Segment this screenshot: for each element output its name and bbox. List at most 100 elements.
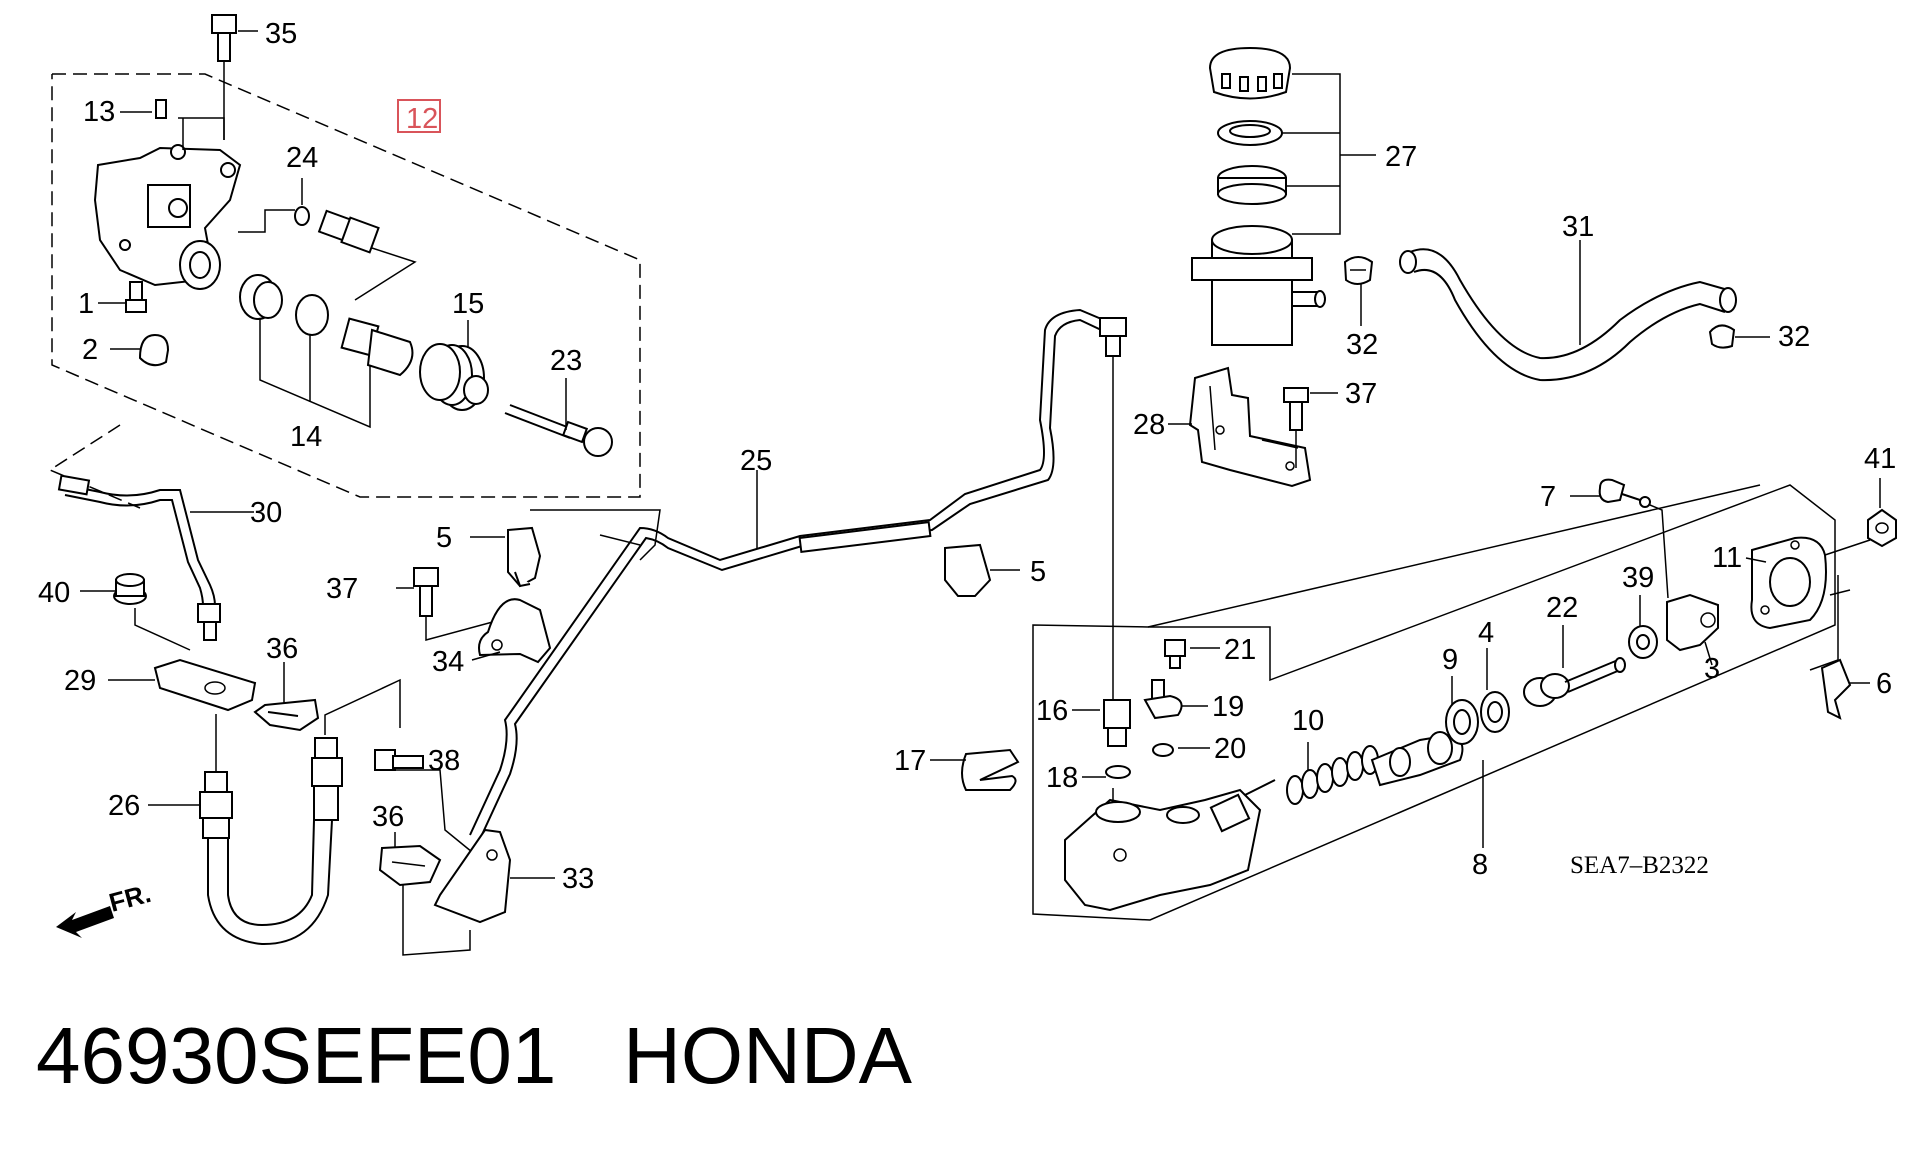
callout-label: 36 (266, 633, 298, 665)
yoke-3 (1666, 593, 1719, 652)
bleeder-screw (125, 281, 147, 313)
part-caption: 46930SEFE01 HONDA (36, 1010, 912, 1102)
callout-label: 21 (1224, 634, 1256, 666)
callout-label: 1 (78, 288, 94, 320)
reservoir-body (1191, 225, 1326, 346)
hose-clip-36 (253, 698, 320, 732)
callout-label: 2 (82, 334, 98, 366)
callout-label: 28 (1133, 409, 1165, 441)
inlet-joint (1143, 679, 1183, 720)
callout-label: 23 (550, 345, 582, 377)
pipe-clip-36 (378, 844, 442, 887)
hose-bracket-29 (153, 658, 257, 712)
highlight-box (397, 99, 441, 133)
clevis-pin (1598, 478, 1651, 508)
callout-label: 39 (1622, 562, 1654, 594)
callout-label: 40 (38, 577, 70, 609)
bolt-38 (374, 749, 424, 771)
reservoir-cap (1208, 46, 1292, 100)
callout-label: 22 (1546, 592, 1578, 624)
reservoir-bracket (1188, 366, 1312, 488)
return-spring (1286, 745, 1379, 805)
callout-label: 14 (290, 421, 322, 453)
pipe-fitting (1099, 317, 1127, 708)
callout-label: 27 (1385, 141, 1417, 173)
flange-nut-41 (1867, 508, 1897, 548)
callout-label: 37 (326, 573, 358, 605)
part-number: 46930SEFE01 (36, 1011, 557, 1100)
pipe-bracket-34 (478, 598, 552, 664)
master-cylinder-body (1064, 779, 1276, 912)
pipe-30 (57, 474, 221, 641)
callout-label: 13 (83, 96, 115, 128)
reservoir-hose (1399, 248, 1737, 382)
callout-label: 36 (372, 801, 404, 833)
o-ring-24 (294, 206, 310, 226)
push-rod (504, 404, 613, 457)
drawing-code: SEA7–B2322 (1570, 852, 1709, 879)
callout-label: 3 (1704, 653, 1720, 685)
seal-9 (1445, 699, 1479, 745)
callout-label: 15 (452, 288, 484, 320)
master-push-rod (1523, 657, 1626, 707)
callout-label: 30 (250, 497, 282, 529)
brand-name: HONDA (623, 1011, 912, 1100)
callout-label: 25 (740, 445, 772, 477)
callout-label: 20 (1214, 733, 1246, 765)
reservoir-seal (1217, 120, 1283, 146)
front-direction-label: FR. (106, 878, 154, 918)
callout-label: 16 (1036, 695, 1068, 727)
retaining-clip (961, 748, 1020, 791)
boot (419, 343, 489, 411)
callout-label: 32 (1778, 321, 1810, 353)
snap-ring-4 (1480, 691, 1510, 733)
bolt-21 (1164, 639, 1186, 669)
callout-label: 8 (1472, 849, 1488, 881)
callout-label: 37 (1345, 378, 1377, 410)
bleeder-fitting (317, 209, 380, 254)
pipe-bracket-33 (433, 828, 512, 924)
sealing-washer (1105, 765, 1131, 779)
clutch-hose (199, 737, 343, 946)
callout-label: 10 (1292, 705, 1324, 737)
clutch-pipe (469, 308, 1119, 840)
callout-label: 4 (1478, 617, 1494, 649)
pin (155, 99, 167, 119)
piston-cup (239, 274, 329, 336)
callout-label: 18 (1046, 762, 1078, 794)
callout-label: 41 (1864, 443, 1896, 475)
callout-label: 33 (562, 863, 594, 895)
bleeder-cap (138, 333, 170, 367)
callout-label: 38 (428, 745, 460, 777)
master-cylinder-gasket (1750, 536, 1827, 630)
pipe-clip (507, 526, 542, 588)
callout-label: 31 (1562, 211, 1594, 243)
callout-label: 6 (1876, 668, 1892, 700)
slave-cylinder-body (93, 144, 242, 290)
callout-label: 5 (436, 522, 452, 554)
callout-label: 32 (1346, 329, 1378, 361)
callout-label: 7 (1540, 481, 1556, 513)
callout-label: 29 (64, 665, 96, 697)
pipe-clip (944, 543, 992, 597)
union-bolt (1103, 699, 1131, 747)
callout-label: 11 (1712, 542, 1742, 574)
callout-label: 24 (286, 142, 318, 174)
snap-pin-6 (1820, 658, 1852, 720)
bolt-37-left (413, 567, 439, 617)
o-ring-20 (1152, 743, 1174, 757)
hose-clamp (1343, 256, 1374, 285)
callout-label: 5 (1030, 556, 1046, 588)
hose-clamp (1708, 324, 1736, 349)
callout-label: 26 (108, 790, 140, 822)
callout-label: 9 (1442, 644, 1458, 676)
callout-label: 12 (406, 103, 438, 135)
bolt-35 (211, 14, 258, 140)
piston (340, 317, 414, 377)
flange-nut-40 (113, 573, 147, 605)
callout-label: 35 (265, 18, 297, 50)
master-piston (1370, 731, 1464, 787)
callout-label: 34 (432, 646, 464, 678)
slave-cylinder-frame (51, 73, 641, 498)
